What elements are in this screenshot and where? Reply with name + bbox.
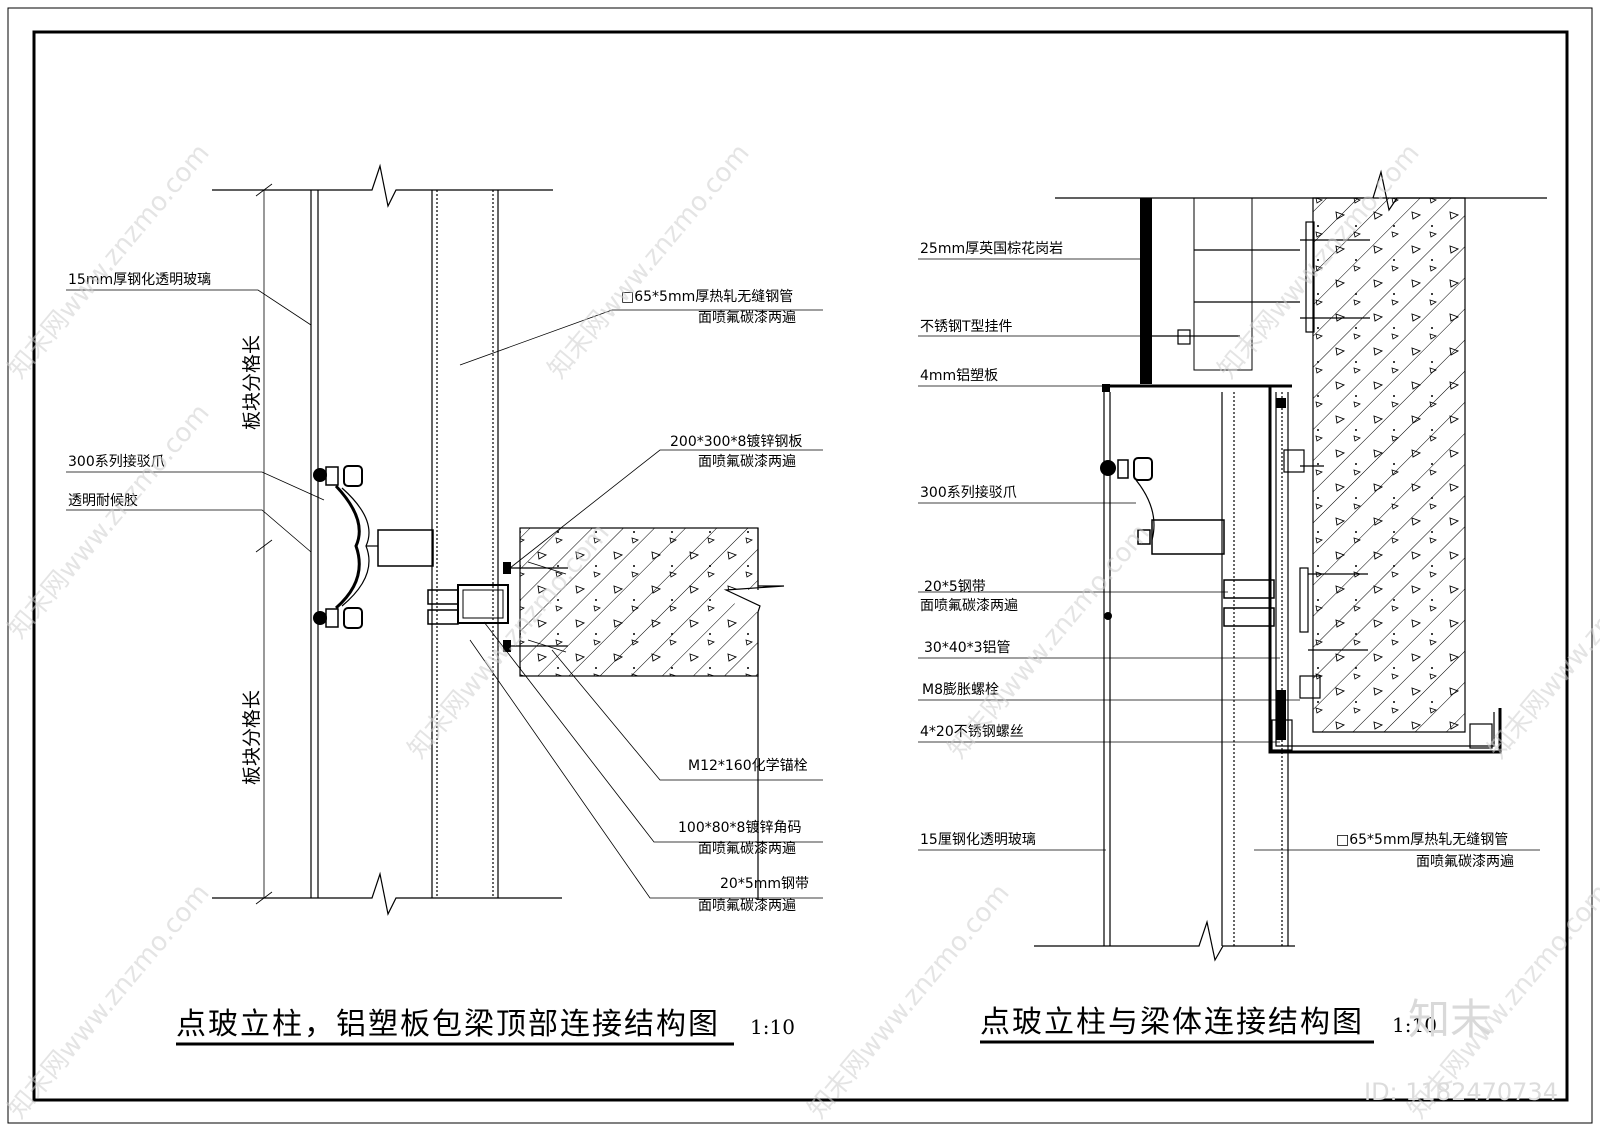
left-diagram (212, 163, 785, 916)
label-claw: 300系列接驳爪 (68, 453, 165, 470)
left-labels: 15mm厚钢化透明玻璃 □65*5mm厚热轧无缝钢管 面喷氟碳漆两遍 200*3… (68, 271, 809, 914)
watermark-text-2: 知末网www.znzmo.com (542, 138, 755, 384)
watermark-id: ID: 1182470734 (1364, 1078, 1558, 1106)
label-anchor: M12*160化学锚栓 (688, 758, 808, 774)
label-band-coating: 面喷氟碳漆两遍 (698, 898, 796, 914)
dimension-upper: 板块分格长 (241, 335, 263, 430)
label-band: 20*5mm钢带 (720, 876, 809, 892)
label-glass: 15mm厚钢化透明玻璃 (68, 271, 211, 288)
dimension-lower: 板块分格长 (241, 690, 263, 785)
left-title: 点玻立柱，铝塑板包梁顶部连接结构图 (176, 1007, 720, 1042)
label-glass-right: 15厘钢化透明玻璃 (920, 831, 1036, 848)
right-title: 点玻立柱与梁体连接结构图 (980, 1005, 1364, 1040)
right-scale: 1:10 (1392, 1013, 1437, 1037)
watermark-brand: 知末 (1408, 995, 1492, 1044)
right-diagram (1034, 169, 1547, 962)
label-steel-pipe-right: □65*5mm厚热轧无缝钢管 (1336, 832, 1508, 848)
label-plate-coating: 面喷氟碳漆两遍 (698, 454, 796, 470)
label-bolt: M8膨胀螺栓 (922, 681, 999, 698)
label-steel-pipe-right-coating: 面喷氟碳漆两遍 (1416, 854, 1514, 870)
label-steel-band-coating: 面喷氟碳漆两遍 (920, 598, 1018, 614)
label-plate: 200*300*8镀锌钢板 (670, 433, 802, 450)
label-steel-pipe: □65*5mm厚热轧无缝钢管 (621, 289, 793, 305)
label-t-hanger: 不锈钢T型挂件 (920, 319, 1013, 335)
left-leaders (66, 289, 823, 899)
right-leaders (918, 258, 1540, 851)
label-claw-right: 300系列接驳爪 (920, 484, 1017, 501)
watermark-text-7: 知末网www.znzmo.com (1482, 518, 1600, 764)
outer-frame (7, 7, 1593, 1124)
label-sealant: 透明耐候胶 (68, 492, 138, 509)
label-angle: 100*80*8镀锌角码 (678, 819, 801, 836)
label-angle-coating: 面喷氟碳漆两遍 (698, 841, 796, 857)
watermark-text-9: 知末网www.znzmo.com (802, 878, 1015, 1124)
label-al-tube: 30*40*3铝管 (924, 640, 1011, 656)
label-steel-pipe-coating: 面喷氟碳漆两遍 (698, 310, 796, 326)
label-steel-band-right: 20*5钢带 (924, 579, 986, 595)
label-screw: 4*20不锈钢螺丝 (920, 724, 1024, 740)
inner-frame (32, 30, 1569, 1102)
label-granite: 25mm厚英国棕花岗岩 (920, 240, 1063, 257)
titles: 点玻立柱，铝塑板包梁顶部连接结构图 1:10 点玻立柱与梁体连接结构图 1:10 (176, 1005, 1437, 1046)
right-labels: 25mm厚英国棕花岗岩 不锈钢T型挂件 4mm铝塑板 300系列接驳爪 20*5… (920, 240, 1514, 870)
label-acp: 4mm铝塑板 (920, 368, 998, 384)
left-scale: 1:10 (750, 1015, 795, 1039)
